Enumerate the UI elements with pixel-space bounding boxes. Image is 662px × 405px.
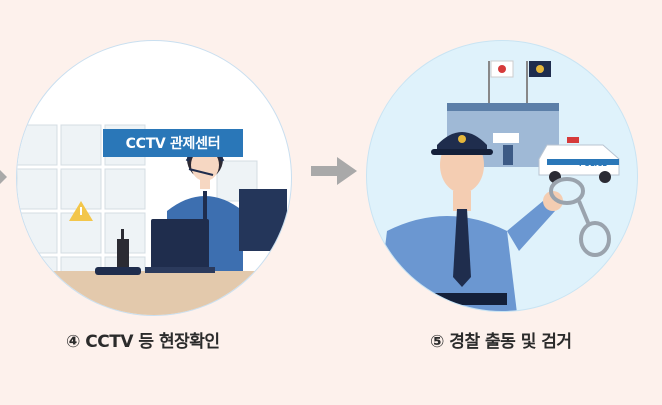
right-arrow-icon [311, 157, 357, 185]
police-car-label: POLICE [579, 160, 607, 168]
big-monitor [239, 189, 287, 251]
police-dispatch-illustration: POLICE [366, 40, 638, 312]
police-scene-art: POLICE [377, 60, 620, 311]
handcuffs-icon [549, 177, 611, 257]
radio [117, 239, 129, 267]
cctv-center-illustration: CCTV 관제센터 [16, 40, 292, 316]
step-5-caption: ⑤ 경찰 출동 및 검거 [430, 332, 572, 352]
step-4-caption: ④ CCTV 등 현장확인 [66, 332, 220, 352]
korea-flag-icon [488, 60, 514, 111]
cctv-scene-art [17, 124, 291, 315]
police-flag-icon [526, 61, 551, 111]
desk [17, 271, 291, 315]
left-edge-arrow-icon [0, 170, 7, 184]
police-car-icon [538, 137, 620, 183]
laptop [151, 219, 209, 269]
cctv-center-sign: CCTV 관제센터 [103, 129, 243, 157]
